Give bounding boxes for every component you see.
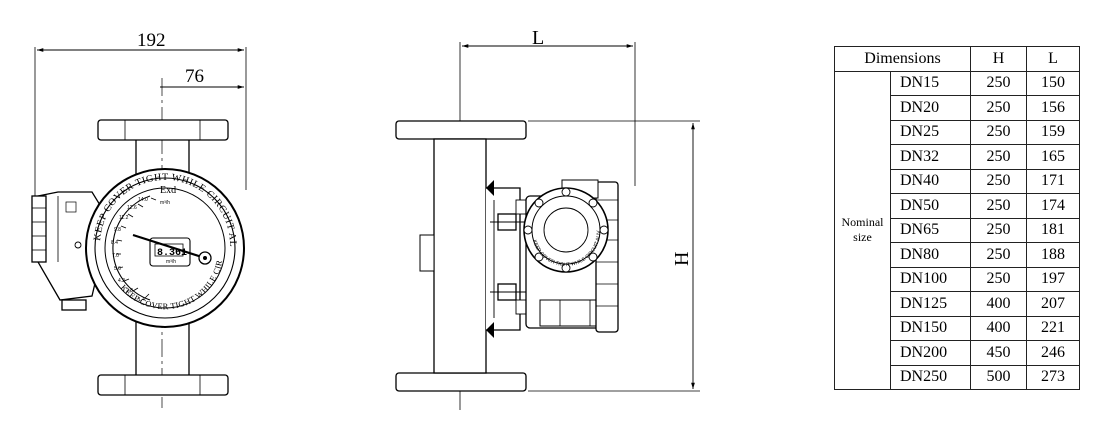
- cell-dn: DN40: [890, 168, 971, 194]
- cell-h: 250: [970, 70, 1027, 96]
- header-h: H: [970, 46, 1027, 72]
- cell-l: 150: [1026, 70, 1080, 96]
- cell-h: 250: [970, 217, 1027, 243]
- scale-label: 12.6: [127, 205, 137, 211]
- nominal-size-cell: Nominal size: [834, 70, 891, 390]
- scale-label: 2.8: [126, 288, 133, 294]
- cell-dn: DN125: [890, 291, 971, 317]
- side-tube: [433, 138, 487, 374]
- header-dimensions: Dimensions: [834, 46, 971, 72]
- nominal-label: Nominal: [841, 215, 884, 230]
- dimension-L-label: L: [532, 27, 544, 49]
- cell-dn: DN15: [890, 70, 971, 96]
- cell-dn: DN150: [890, 315, 971, 341]
- cell-dn: DN200: [890, 340, 971, 366]
- cell-l: 165: [1026, 144, 1080, 170]
- dimension-H-label: H: [671, 252, 693, 266]
- scale-label: 7.0: [112, 253, 119, 259]
- head-bolts: [523, 187, 609, 273]
- table-row: Nominal size DN15 250 150: [834, 70, 1080, 390]
- scale-label: 14.0: [138, 197, 148, 203]
- cell-h: 250: [970, 144, 1027, 170]
- scale-label: 11.2: [119, 215, 129, 221]
- cell-h: 250: [970, 193, 1027, 219]
- cell-dn: DN250: [890, 364, 971, 390]
- cell-dn: DN50: [890, 193, 971, 219]
- cell-l: 174: [1026, 193, 1080, 219]
- cell-l: 156: [1026, 95, 1080, 121]
- dimension-76-label: 76: [185, 66, 204, 87]
- cell-dn: DN32: [890, 144, 971, 170]
- bottom-flange: [97, 374, 229, 396]
- scale-labels: 14.0 12.6 11.2 9.8 8.4 7.0 5.6 4.2 2.8 1…: [111, 197, 148, 303]
- cell-l: 188: [1026, 242, 1080, 268]
- cell-h: 250: [970, 168, 1027, 194]
- dial-pointer: [132, 233, 206, 260]
- cell-dn: DN80: [890, 242, 971, 268]
- scale-label: 8.4: [111, 240, 118, 246]
- scale-label: 5.6: [114, 266, 121, 272]
- scale-ticks: [116, 197, 157, 299]
- size-label: size: [853, 230, 872, 245]
- cell-dn: DN100: [890, 266, 971, 292]
- cell-l: 197: [1026, 266, 1080, 292]
- cell-h: 250: [970, 119, 1027, 145]
- lcd-unit: m³/h: [166, 259, 176, 265]
- cell-l: 171: [1026, 168, 1080, 194]
- lcd-value: 8.361: [157, 248, 187, 259]
- cell-h: 400: [970, 315, 1027, 341]
- cell-l: 181: [1026, 217, 1080, 243]
- cell-l: 159: [1026, 119, 1080, 145]
- header-l: L: [1026, 46, 1080, 72]
- side-top-flange: [395, 120, 527, 140]
- cell-h: 400: [970, 291, 1027, 317]
- cable-gland-cap: [31, 195, 47, 263]
- ex-mark: Exd: [160, 185, 176, 196]
- front-view: [31, 47, 247, 408]
- table-header-row: Dimensions H L: [834, 46, 1080, 72]
- side-lug: [419, 234, 435, 272]
- side-view: [395, 42, 700, 410]
- cell-h: 250: [970, 266, 1027, 292]
- cell-dn: DN20: [890, 95, 971, 121]
- cell-l: 207: [1026, 291, 1080, 317]
- scale-unit: m³/h: [160, 200, 170, 206]
- cell-dn: DN25: [890, 119, 971, 145]
- cell-l: 246: [1026, 340, 1080, 366]
- dimensions-table: Dimensions H L Nominal size DN15 250 150…: [834, 46, 1080, 390]
- bottom-plug: [61, 299, 87, 311]
- cell-dn: DN65: [890, 217, 971, 243]
- scale-label: 9.8: [114, 227, 121, 233]
- dimension-192-label: 192: [137, 30, 166, 51]
- mount-bracket: [486, 187, 521, 331]
- top-flange: [97, 119, 229, 141]
- scale-label: 4.2: [118, 278, 125, 284]
- scale-label: 1.4: [138, 297, 145, 303]
- cell-h: 500: [970, 364, 1027, 390]
- cell-h: 250: [970, 95, 1027, 121]
- cell-h: 250: [970, 242, 1027, 268]
- side-bottom-flange: [395, 372, 527, 392]
- cell-h: 450: [970, 340, 1027, 366]
- cell-l: 273: [1026, 364, 1080, 390]
- cell-l: 221: [1026, 315, 1080, 341]
